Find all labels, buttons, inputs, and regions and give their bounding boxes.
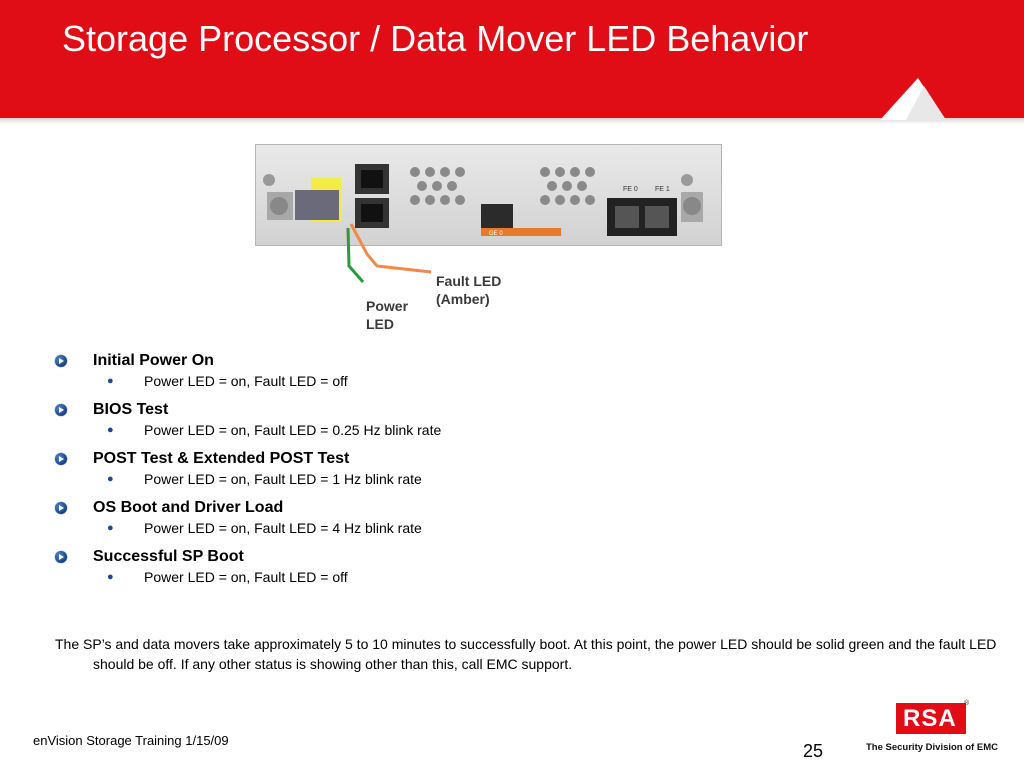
footer-text: enVision Storage Training 1/15/09 bbox=[33, 733, 229, 748]
banner-peak-shape bbox=[880, 78, 946, 120]
list-item: Successful SP Boot ● Power LED = on, Faul… bbox=[55, 547, 995, 586]
item-heading: OS Boot and Driver Load bbox=[93, 499, 284, 516]
slide-title: Storage Processor / Data Mover LED Behav… bbox=[62, 18, 809, 59]
item-detail: Power LED = on, Fault LED = off bbox=[144, 373, 348, 389]
item-detail: Power LED = on, Fault LED = 4 Hz blink r… bbox=[144, 520, 422, 536]
arrow-bullet-icon bbox=[55, 404, 67, 416]
item-detail: Power LED = on, Fault LED = 0.25 Hz blin… bbox=[144, 422, 442, 438]
dot-bullet-icon: ● bbox=[107, 473, 114, 485]
item-heading: Successful SP Boot bbox=[93, 548, 244, 565]
item-detail: Power LED = on, Fault LED = 1 Hz blink r… bbox=[144, 471, 422, 487]
rsa-logo bbox=[896, 703, 966, 734]
list-item: BIOS Test ● Power LED = on, Fault LED = 0… bbox=[55, 400, 995, 439]
fault-led-label: Fault LED bbox=[436, 273, 502, 289]
power-led-label: Power bbox=[366, 298, 409, 314]
banner-shadow bbox=[0, 118, 1024, 124]
item-detail: Power LED = on, Fault LED = off bbox=[144, 569, 348, 585]
rsa-logo-text: RSA bbox=[903, 705, 957, 732]
logo-tagline: The Security Division of EMC bbox=[866, 742, 998, 753]
dot-bullet-icon: ● bbox=[107, 571, 114, 583]
list-item: Initial Power On ● Power LED = on, Fault … bbox=[55, 351, 995, 390]
dot-bullet-icon: ● bbox=[107, 522, 114, 534]
list-item: OS Boot and Driver Load ● Power LED = on,… bbox=[55, 498, 995, 537]
arrow-bullet-icon bbox=[55, 551, 67, 563]
power-led-label-2: LED bbox=[366, 316, 394, 332]
fault-led-callout: Fault LED (Amber) bbox=[436, 272, 501, 308]
registered-mark: ® bbox=[964, 700, 970, 707]
dot-bullet-icon: ● bbox=[107, 375, 114, 387]
title-banner bbox=[0, 0, 1024, 122]
dot-bullet-icon: ● bbox=[107, 424, 114, 436]
arrow-bullet-icon bbox=[55, 502, 67, 514]
led-behavior-list: Initial Power On ● Power LED = on, Fault … bbox=[55, 351, 995, 596]
arrow-bullet-icon bbox=[55, 453, 67, 465]
item-heading: BIOS Test bbox=[93, 401, 169, 418]
list-item: POST Test & Extended POST Test ● Power LE… bbox=[55, 449, 995, 488]
storage-processor-image bbox=[255, 144, 722, 246]
page-number: 25 bbox=[803, 741, 824, 761]
power-led-callout: Power LED bbox=[366, 297, 408, 333]
item-heading: POST Test & Extended POST Test bbox=[93, 450, 350, 467]
arrow-bullet-icon bbox=[55, 355, 67, 367]
fault-led-color: (Amber) bbox=[436, 291, 490, 307]
boot-time-note: The SP’s and data movers take approximat… bbox=[55, 636, 997, 672]
item-heading: Initial Power On bbox=[93, 352, 214, 369]
